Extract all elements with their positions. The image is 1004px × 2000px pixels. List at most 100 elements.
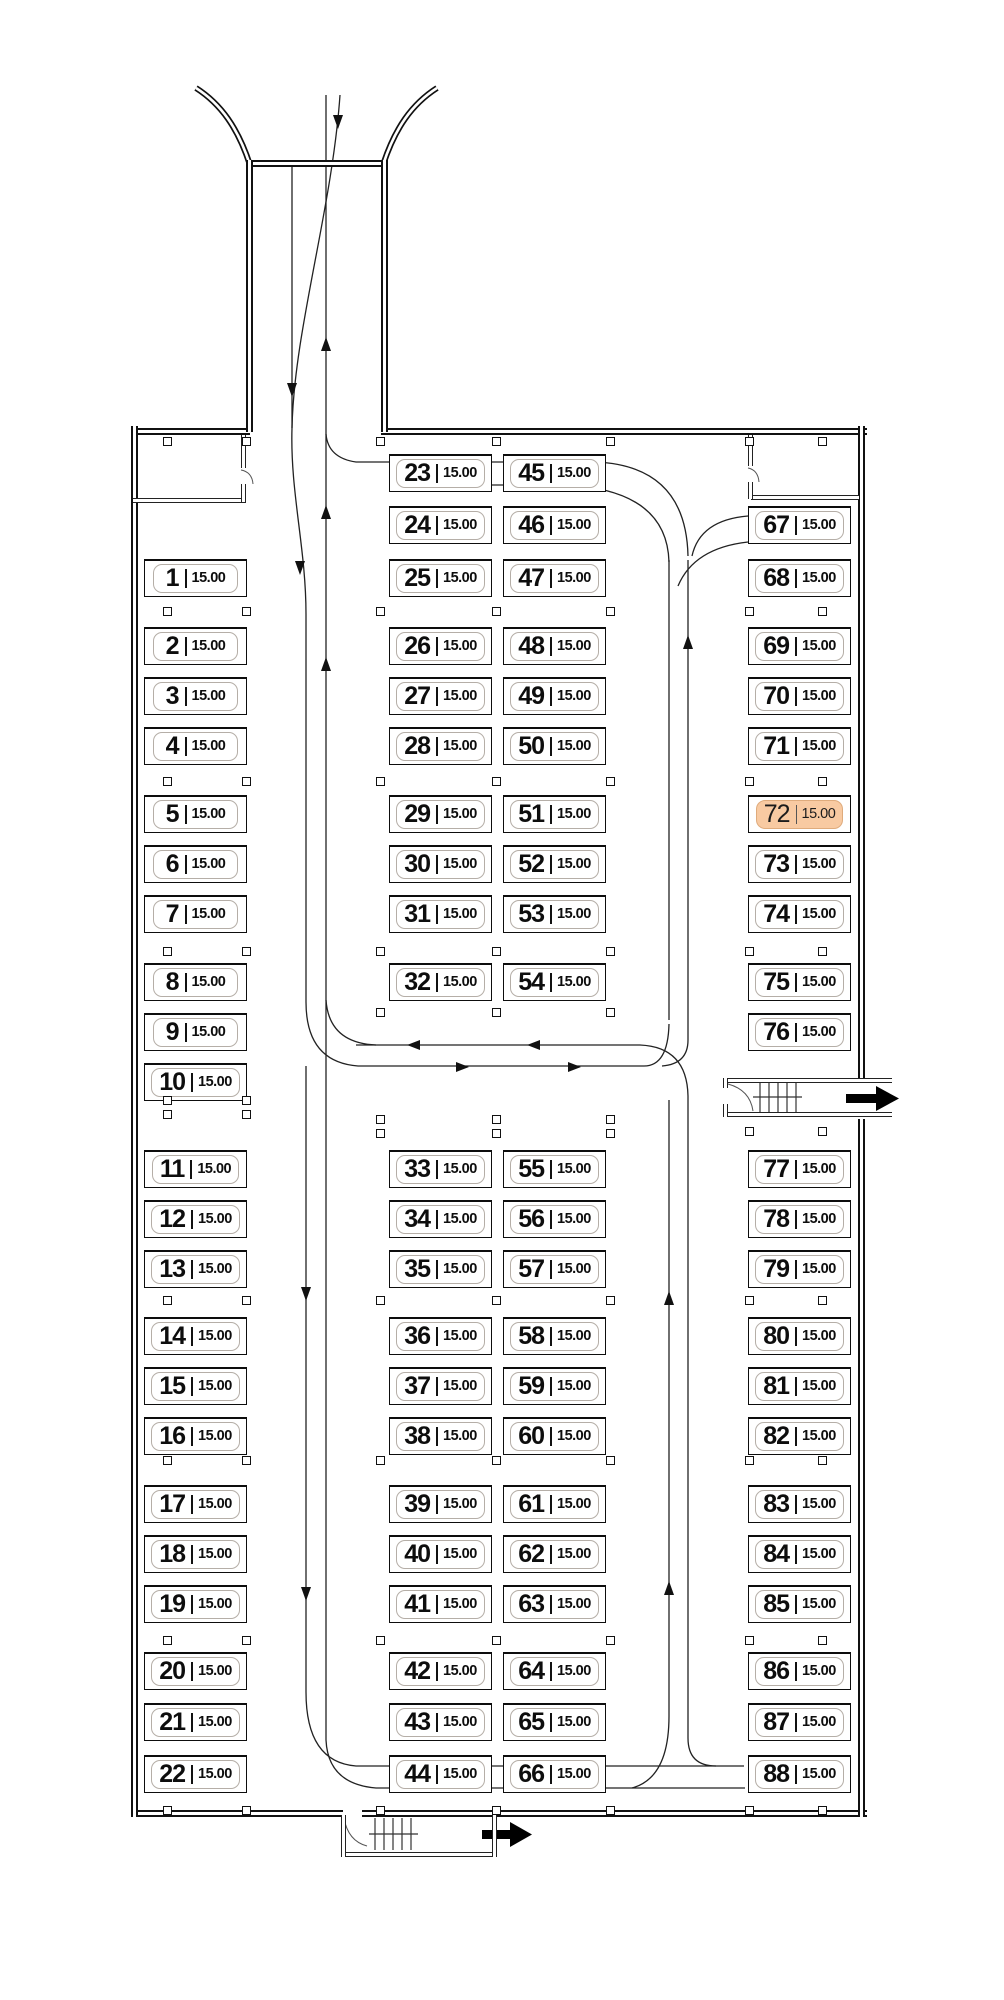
spot-number: 67	[763, 511, 790, 539]
spot-price: 15.00	[198, 1211, 232, 1228]
wall-vertical	[858, 426, 865, 1078]
divider-bar	[191, 1713, 193, 1732]
spot-number: 56	[518, 1205, 545, 1233]
spot-price: 15.00	[443, 638, 477, 655]
divider-bar	[795, 905, 797, 924]
structural-column-marker	[605, 436, 615, 446]
structural-column-marker	[491, 1455, 501, 1465]
structural-column-marker	[744, 1455, 754, 1465]
structural-column-marker	[491, 606, 501, 616]
